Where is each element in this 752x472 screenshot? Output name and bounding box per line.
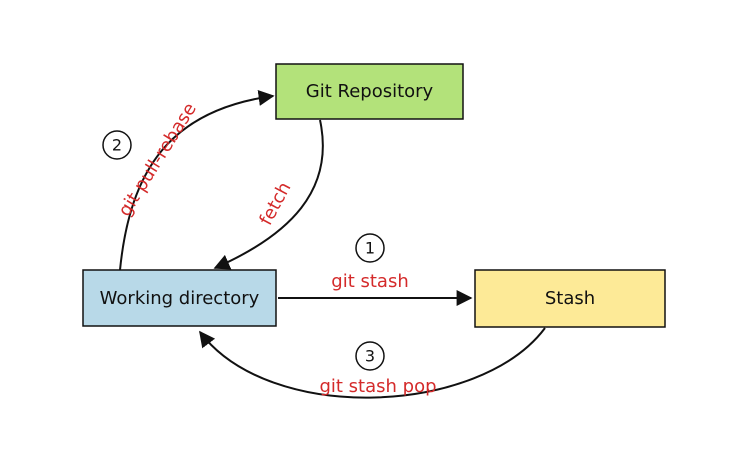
working-directory-label: Working directory <box>100 288 260 309</box>
working-directory-box <box>82 269 277 327</box>
git-stash-label: git stash <box>331 271 408 292</box>
step-2-circle <box>102 130 132 160</box>
step-3-circle <box>355 341 385 371</box>
step-2-number: 2 <box>112 136 122 155</box>
git-repository-label: Git Repository <box>306 81 434 102</box>
step-1-circle <box>355 233 385 263</box>
git-stash-pop-arrow <box>199 327 546 399</box>
git-pull-rebase-label: git pull-rebase <box>114 99 200 220</box>
step-3-number: 3 <box>365 347 375 366</box>
stash-box <box>474 269 666 328</box>
fetch-arrow <box>213 119 324 270</box>
stash-node: Stash <box>474 269 666 328</box>
git-repository-box <box>275 63 464 120</box>
git-pull-rebase-arrow <box>119 90 275 271</box>
stash-label: Stash <box>545 288 595 309</box>
working-directory-node: Working directory <box>82 269 277 327</box>
git-repository-node: Git Repository <box>275 63 464 120</box>
git-stash-pop-label: git stash pop <box>319 376 436 397</box>
step-1-number: 1 <box>365 239 375 258</box>
